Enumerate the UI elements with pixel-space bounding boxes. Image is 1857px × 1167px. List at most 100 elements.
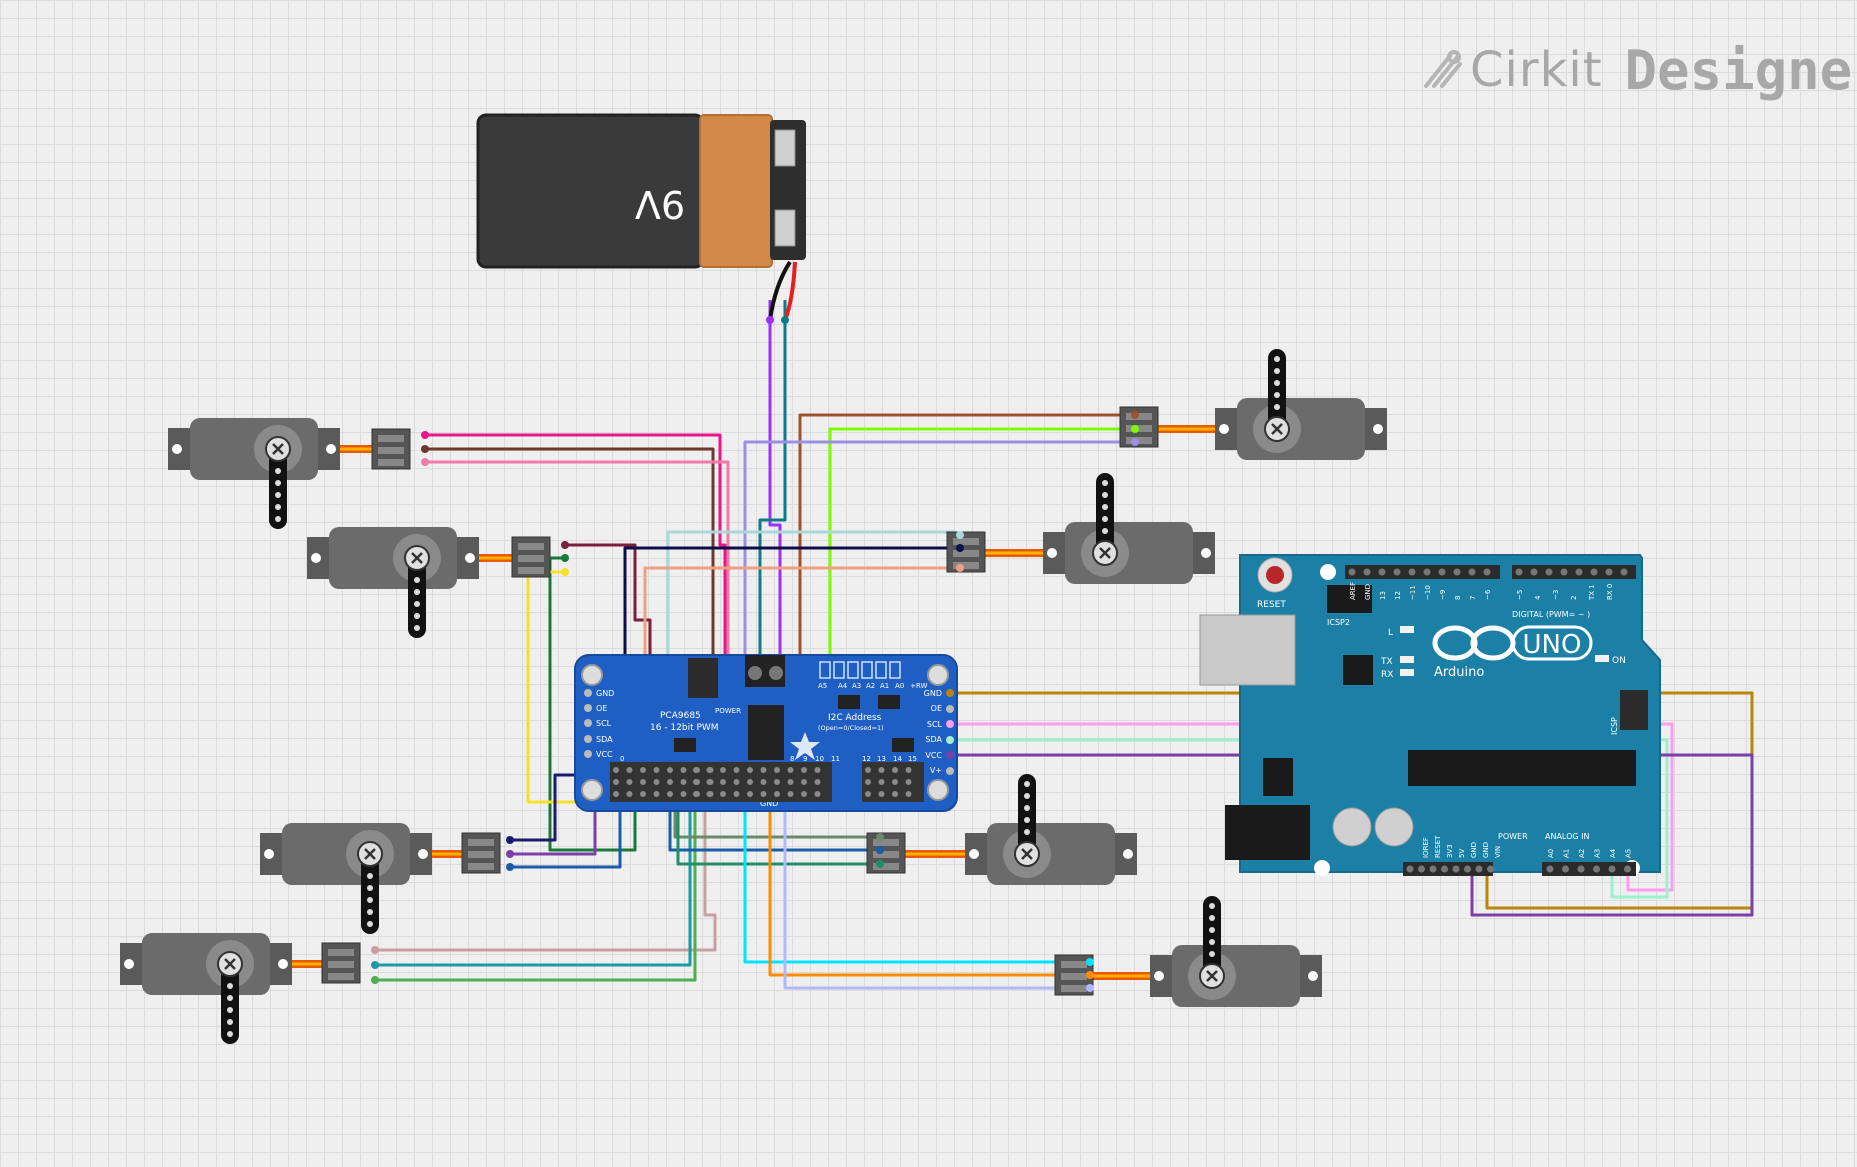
channel-label-13: 13 (877, 755, 886, 763)
battery-label: 9V (635, 182, 685, 226)
cirkit-logo-icon (1424, 50, 1462, 88)
wire-s7-vcc[interactable] (676, 800, 880, 866)
reset-button[interactable] (1266, 566, 1284, 584)
icsp-right-label: ICSP (1610, 717, 1619, 735)
pca9685-board[interactable]: A5 A4 A3 A2 A1 A0 +RW GND OE SCL SDA VCC… (574, 654, 958, 812)
arduino-digital-pin-label: ~10 (1424, 585, 1432, 600)
pca-left-sda-label: SDA (596, 735, 613, 744)
tx-led-label: TX (1380, 657, 1393, 667)
pca-pin-sda[interactable] (946, 736, 954, 744)
arduino-analog-pin-label: A5 (1625, 849, 1633, 858)
battery-neg-terminal[interactable] (766, 316, 774, 324)
arduino-power-pin-label: 5V (1458, 849, 1466, 858)
arduino-digital-pin-label: ~9 (1439, 590, 1447, 600)
servo-motor[interactable] (120, 933, 361, 1044)
channel-label-11: 11 (831, 755, 840, 763)
servo-motor[interactable] (1054, 896, 1322, 1007)
pca-pin-gnd[interactable] (946, 689, 954, 697)
arduino-digital-pin-label: ~5 (1516, 590, 1524, 600)
arduino-digital-pin-label: ~6 (1484, 589, 1492, 600)
channel-label-9: 9 (803, 755, 807, 763)
reset-label: RESET (1257, 600, 1286, 610)
l-led-label: L (1388, 628, 1393, 638)
addr-label-a5: A5 (818, 682, 827, 690)
arduino-digital-pin-label: 7 (1469, 596, 1477, 600)
arduino-power-pin-label: GND (1482, 842, 1490, 858)
channel-label-10: 10 (815, 755, 824, 763)
wire-s8-sig[interactable] (743, 790, 1090, 964)
arduino-digital-pin-label: 2 (1570, 596, 1578, 600)
servo-motor[interactable] (946, 473, 1215, 584)
arduino-digital-pin-label: ~3 (1552, 590, 1560, 600)
channel-label-0: 0 (620, 755, 624, 763)
arduino-digital-pin-label: ~11 (1409, 585, 1417, 600)
channel-label-12: 12 (862, 755, 871, 763)
wire-s4-gnd[interactable] (375, 790, 692, 967)
addr-label-a1: A1 (880, 682, 889, 690)
analog-header-label: ANALOG IN (1545, 832, 1590, 841)
pca-left-vcc-label: VCC (596, 750, 613, 759)
pca-i2c-subtitle: (Open=0/Closed=1) (818, 724, 884, 732)
servo-motor[interactable] (168, 418, 411, 529)
brand-name-part2: Designer (1624, 38, 1857, 102)
arduino-power-pin-label: VIN (1494, 846, 1502, 858)
arduino-digital-pin-label: TX 1 (1588, 584, 1596, 601)
pca-pin-scl[interactable] (946, 720, 954, 728)
pca-right-oe-label: OE (931, 704, 942, 713)
rx-led-label: RX (1381, 670, 1393, 680)
pca-pin-oe[interactable] (946, 705, 954, 713)
pca-pin-vplus[interactable] (946, 767, 954, 775)
wire-s7-gnd[interactable] (668, 805, 880, 852)
servo-motor[interactable] (260, 823, 501, 934)
wire-s4-vcc[interactable] (375, 800, 697, 982)
wire-s1-sig[interactable] (425, 433, 727, 780)
wire-s2-gnd[interactable] (548, 556, 637, 852)
pca-i2c-title: I2C Address (828, 713, 882, 723)
servo-motor[interactable] (307, 527, 551, 638)
arduino-digital-pin-label: 12 (1394, 591, 1402, 600)
pca-right-gnd-label: GND (924, 689, 942, 698)
arduino-analog-pin-label: A3 (1594, 849, 1602, 858)
arduino-power-pin-label: GND (1470, 842, 1478, 858)
arduino-digital-pin-label: 8 (1454, 596, 1462, 600)
power-header-label: POWER (1498, 832, 1528, 841)
wire-battery-pos[interactable] (758, 300, 787, 680)
pca-right-vcc-label: VCC (925, 751, 942, 760)
wire-s4-sig[interactable] (375, 790, 717, 952)
pca-power-label: POWER (715, 707, 741, 715)
servo-motor[interactable] (1119, 349, 1387, 460)
battery-9v[interactable]: 9V (476, 113, 806, 324)
pca-left-scl-label: SCL (596, 719, 612, 728)
wire-battery-neg[interactable] (768, 300, 782, 680)
channel-label-14: 14 (893, 755, 902, 763)
arduino-digital-pin-label: RX 0 (1606, 584, 1614, 600)
wire-s8-gnd[interactable] (768, 790, 1090, 977)
wire-s8-vcc[interactable] (783, 790, 1090, 990)
arduino-digital-pin-label: 13 (1379, 591, 1387, 600)
addr-label-a0: A0 (895, 682, 904, 690)
arduino-analog-pin-label: A2 (1578, 849, 1586, 858)
arduino-power-pin-label: IOREF (1422, 837, 1430, 858)
arduino-analog-pin-label: A0 (1547, 849, 1555, 858)
brand-name-part1: Cirkit (1470, 42, 1603, 98)
arduino-brand-label: Arduino (1434, 665, 1484, 680)
pca-right-scl-label: SCL (927, 720, 943, 729)
arduino-digital-pin-label: 4 (1534, 595, 1542, 600)
cirkit-designer-logo: Cirkit Designer (1420, 38, 1857, 102)
addr-label-a3: A3 (852, 682, 861, 690)
arduino-uno[interactable]: RESET ICSP2 ICSP UNO Arduino DIGITAL (PW… (1199, 554, 1661, 876)
pca-pin-vcc[interactable] (946, 751, 954, 759)
wire-endpoints (371, 411, 1139, 992)
pca-gnd-label: GND (760, 799, 778, 808)
channel-label-15: 15 (908, 755, 917, 763)
arduino-uno-title: UNO (1523, 630, 1582, 660)
servo-motor[interactable] (866, 774, 1137, 885)
icsp2-label: ICSP2 (1327, 618, 1350, 627)
addr-label-rw: +RW (910, 682, 927, 690)
arduino-digital-pin-label: AREF (1349, 582, 1357, 600)
addr-label-a4: A4 (838, 682, 848, 690)
battery-pos-terminal[interactable] (781, 316, 789, 324)
arduino-analog-pin-label: A1 (1563, 849, 1571, 858)
pca-left-gnd-label: GND (596, 689, 614, 698)
